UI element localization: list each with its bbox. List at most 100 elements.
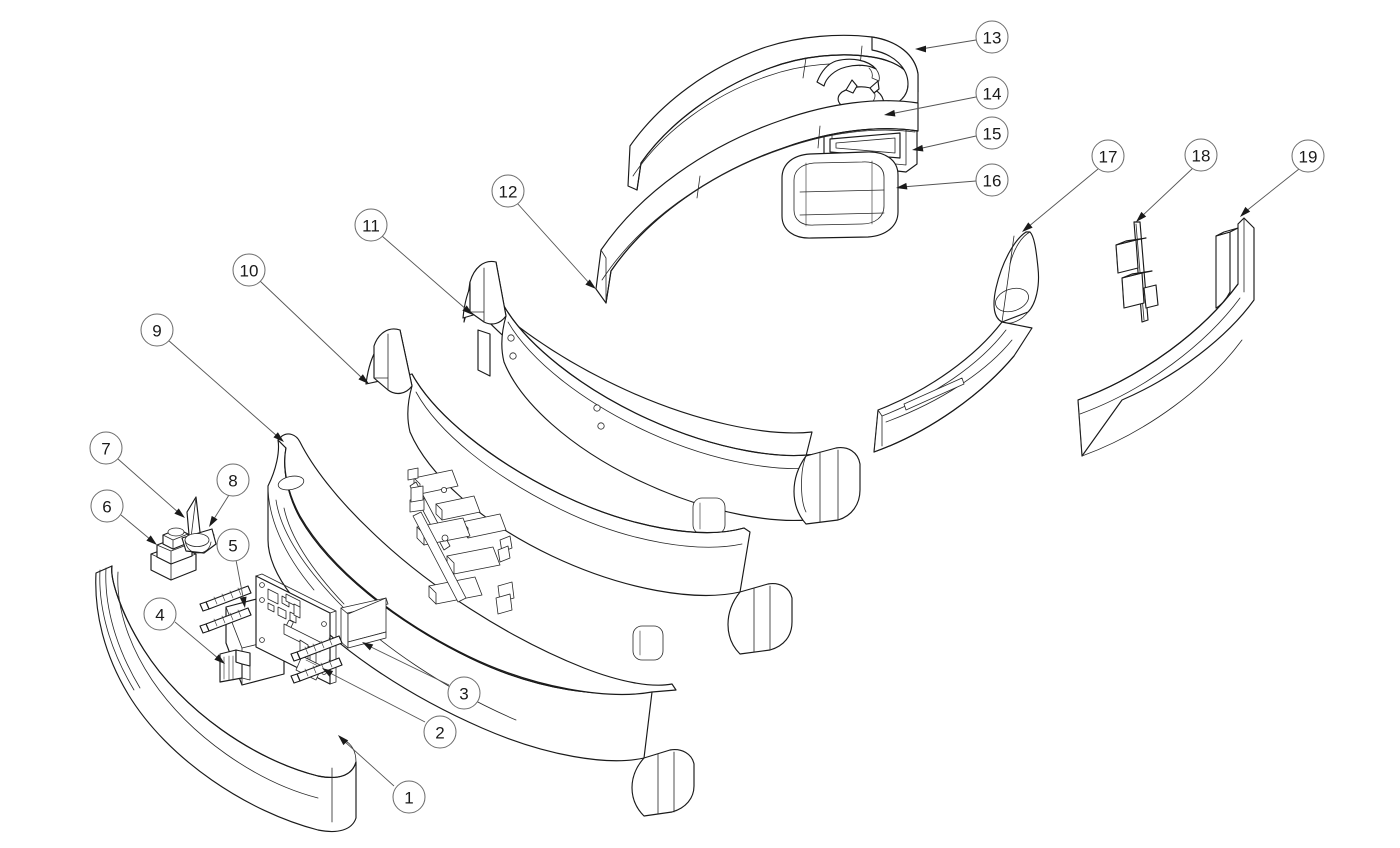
leader-arrowhead-6 [146,535,157,545]
callout-6[interactable]: 6 [90,489,159,548]
screw-a [199,585,252,612]
callout-number-1: 1 [404,789,413,808]
leader-arrowhead-2 [322,668,334,677]
leader-arrowhead-8 [209,515,218,527]
callout-bubble-12[interactable] [491,174,525,208]
callout-number-11: 11 [362,217,380,236]
part-4-connector-clip [219,649,251,683]
part-11-upper-shell-band [462,260,861,535]
callout-bubble-14[interactable] [975,76,1009,110]
leader-line-16 [901,180,977,188]
callout-number-3: 3 [459,685,468,704]
callout-bubble-16[interactable] [975,163,1009,197]
callout-8[interactable]: 8 [206,463,250,529]
part-16-rounded-housing-block [781,151,899,239]
callout-5[interactable]: 5 [216,528,250,609]
callout-bubble-7[interactable] [89,431,123,465]
callout-number-16: 16 [983,172,1002,191]
leader-line-7 [117,458,180,514]
leader-arrowhead-3 [362,642,374,651]
callout-9[interactable]: 9 [140,313,286,445]
callout-bubble-9[interactable] [140,313,174,347]
callout-number-5: 5 [228,537,237,556]
leader-arrowhead-18 [1136,211,1147,222]
callout-bubble-11[interactable] [354,208,388,242]
leader-arrowhead-17 [1022,222,1033,232]
leader-line-5 [235,559,245,603]
leader-line-13 [920,39,977,50]
callout-10[interactable]: 10 [232,253,371,387]
leader-line-1 [343,740,395,787]
callout-number-18: 18 [1192,147,1211,166]
callout-number-12: 12 [499,183,518,202]
callout-12[interactable]: 12 [491,174,598,292]
callout-bubble-17[interactable] [1091,139,1125,173]
leader-line-2 [329,672,426,723]
leader-line-3 [368,645,450,686]
callout-18[interactable]: 18 [1134,138,1218,224]
leader-arrowhead-1 [338,735,349,746]
callout-number-2: 2 [435,724,444,743]
part-10-mid-shell-band [365,328,793,661]
callout-bubble-2[interactable] [423,715,457,749]
callout-number-14: 14 [983,85,1002,104]
callout-bubble-4[interactable] [143,597,177,631]
callout-number-8: 8 [228,472,237,491]
callout-bubble-18[interactable] [1184,138,1218,172]
part-1-front-cover-fascia [95,565,357,833]
leader-arrowhead-11 [462,305,473,315]
leader-arrowhead-14 [884,109,896,117]
callout-17[interactable]: 17 [1020,139,1125,235]
leader-line-8 [211,494,230,523]
part-18-flat-bracket [1115,221,1159,323]
leader-arrowhead-13 [915,45,926,53]
callout-1[interactable]: 1 [336,733,426,814]
callout-bubble-1[interactable] [392,780,426,814]
part-17-hinge-band [873,231,1040,453]
leader-arrowhead-9 [273,432,284,442]
leader-line-19 [1244,168,1300,213]
callout-13[interactable]: 13 [915,20,1009,54]
part-12-top-arc-band [595,100,919,304]
leader-arrowhead-5 [239,596,247,608]
callout-16[interactable]: 16 [895,163,1009,197]
leader-arrowhead-19 [1240,206,1251,217]
leader-line-17 [1027,168,1099,228]
leader-line-12 [516,202,591,285]
leader-line-15 [917,135,977,150]
callout-number-4: 4 [155,606,164,625]
callout-2[interactable]: 2 [320,665,457,749]
callout-15[interactable]: 15 [911,116,1009,153]
callout-bubble-5[interactable] [216,528,250,562]
part-3-main-pcb [255,573,337,685]
callout-number-17: 17 [1099,148,1118,167]
part-19-outer-trim-band [1077,217,1255,457]
part-8-ring-cup [181,528,217,554]
callout-bubble-19[interactable] [1291,139,1325,173]
callout-bubble-13[interactable] [975,20,1009,54]
leader-line-6 [120,514,152,541]
callout-7[interactable]: 7 [89,431,187,521]
callout-bubble-8[interactable] [216,463,250,497]
callout-number-19: 19 [1299,148,1318,167]
callout-number-10: 10 [240,262,259,281]
callout-bubble-15[interactable] [975,116,1009,150]
callout-19[interactable]: 19 [1238,139,1325,219]
leader-line-9 [167,339,278,437]
leader-line-4 [174,621,220,660]
part-2-screws [199,585,343,684]
callout-bubble-10[interactable] [232,253,266,287]
leader-arrowhead-4 [214,654,225,664]
part-9-inner-chassis-shell [267,433,695,817]
callout-bubble-6[interactable] [90,489,124,523]
callout-14[interactable]: 14 [883,76,1009,118]
callout-3[interactable]: 3 [360,639,481,710]
leader-line-11 [381,235,468,311]
screw-c [290,635,343,662]
callout-4[interactable]: 4 [143,597,227,667]
callout-11[interactable]: 11 [354,208,475,318]
callout-bubble-3[interactable] [447,676,481,710]
